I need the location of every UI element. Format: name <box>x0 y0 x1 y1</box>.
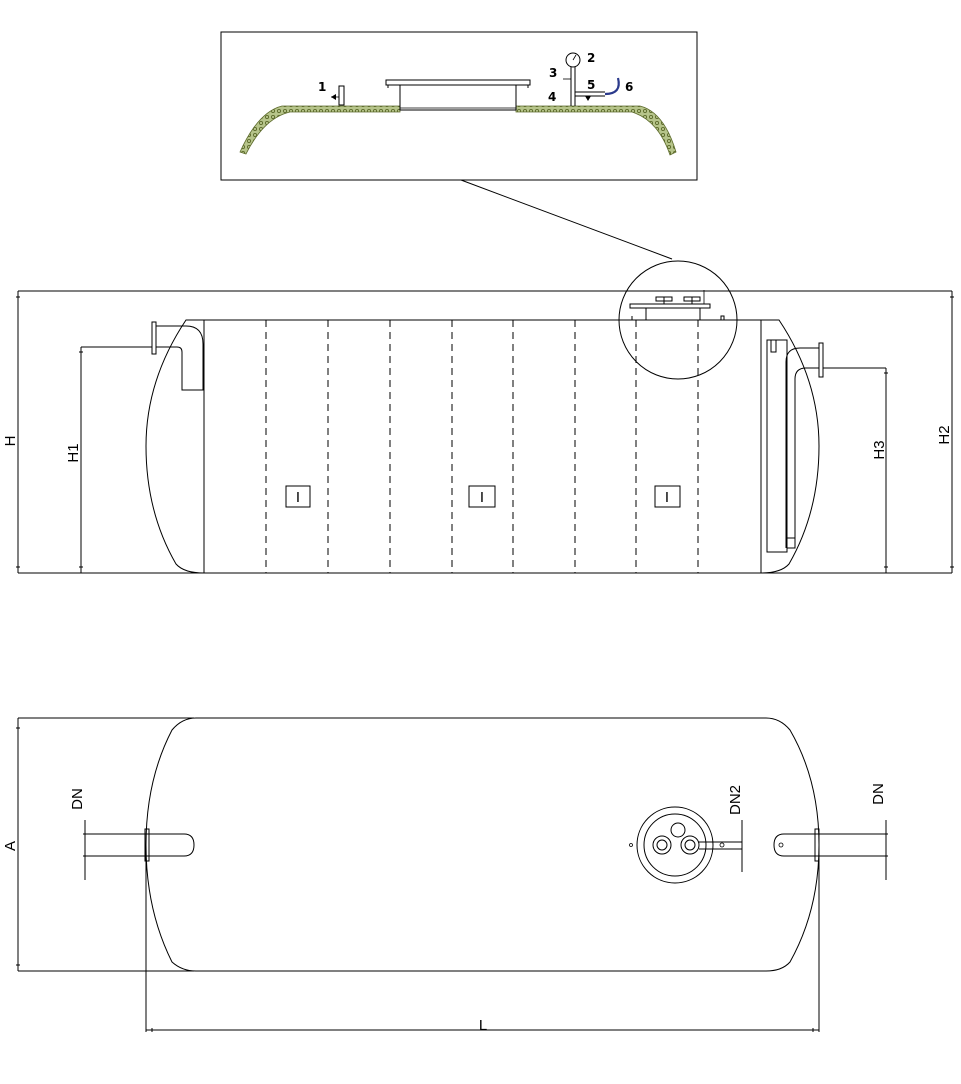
label-dn-right: DN <box>870 783 887 805</box>
tank-plan-outline <box>145 717 820 972</box>
left-nozzle-plan <box>85 828 195 862</box>
svg-text:I: I <box>665 489 669 506</box>
label-h1: H1 <box>65 443 82 462</box>
callout-6: 6 <box>625 80 633 94</box>
detail-gauge-assembly <box>563 52 620 106</box>
detail-reference-circle <box>618 260 738 380</box>
label-dn2: DN2 <box>727 785 744 815</box>
label-l: L <box>479 1017 487 1034</box>
right-outlet-pipe <box>766 339 824 553</box>
compartment-mark-1: I <box>285 485 311 508</box>
side-view: I I I <box>2 260 954 574</box>
callout-3: 3 <box>549 66 557 80</box>
callout-5: 5 <box>587 78 595 92</box>
label-dn-left: DN <box>69 788 86 810</box>
callout-4: 4 <box>548 90 556 104</box>
detail-manhole <box>385 79 531 111</box>
tank-left-end <box>145 319 205 574</box>
detail-inset: 1 2 3 4 5 6 <box>220 31 698 181</box>
callout-1: 1 <box>318 80 326 94</box>
side-manhole <box>629 290 725 321</box>
compartment-partitions <box>265 320 699 573</box>
hose-line <box>604 77 620 96</box>
detail-vent-nozzle <box>331 85 345 106</box>
label-a: A <box>2 841 19 851</box>
top-view: A DN DN DN2 L <box>2 717 888 1034</box>
label-h3: H3 <box>871 440 888 459</box>
pressure-gauge-icon <box>565 52 581 68</box>
label-h: H <box>2 436 19 447</box>
callout-2: 2 <box>587 51 595 65</box>
svg-text:I: I <box>480 489 484 506</box>
manhole-plan <box>629 806 742 884</box>
left-inlet-pipe <box>151 321 204 391</box>
svg-text:I: I <box>296 489 300 506</box>
compartment-mark-2: I <box>468 485 496 508</box>
insulation-layer <box>239 105 677 156</box>
label-h2: H2 <box>936 425 953 444</box>
tank-right-end <box>760 319 820 574</box>
compartment-mark-3: I <box>654 485 681 508</box>
right-nozzle-plan <box>773 828 886 862</box>
detail-leader-line <box>460 179 673 260</box>
detail-frame <box>220 31 698 181</box>
